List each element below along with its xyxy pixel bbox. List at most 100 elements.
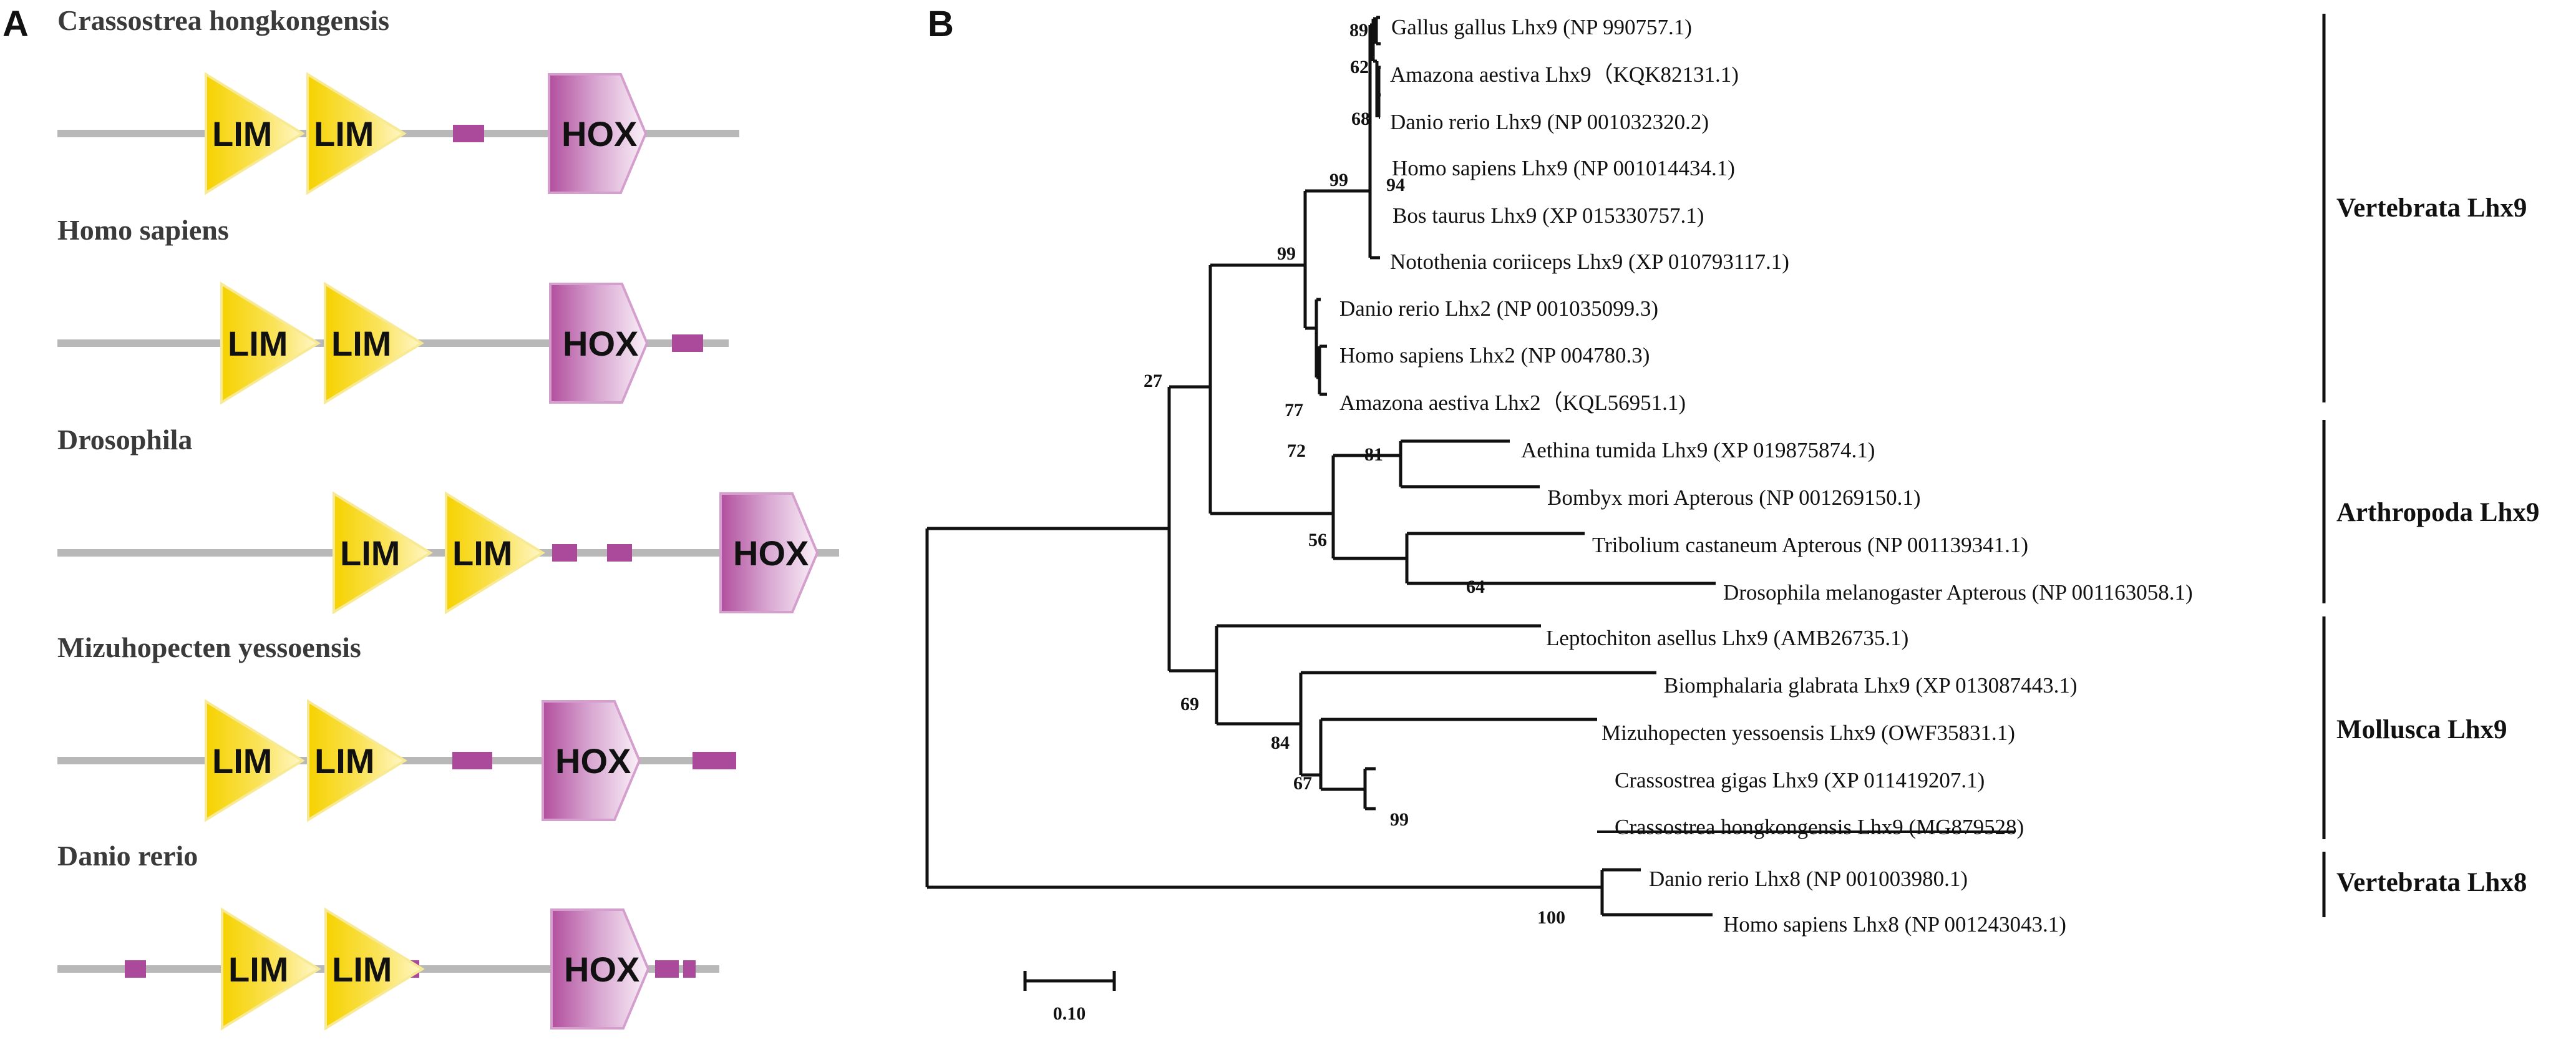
taxon-label: Crassostrea gigas Lhx9 (XP 011419207.1) [1615, 768, 1985, 792]
node-56 [1331, 454, 1407, 560]
hox-domain [550, 908, 650, 1030]
species-label: Crassostrea hongkongensis [57, 4, 389, 36]
panel-b-phylogenetic-tree: B [911, 0, 2576, 1039]
taxon-label: Homo sapiens Lhx9 (NP 001014434.1) [1392, 156, 1735, 180]
bootstrap-value: 62 [1350, 57, 1369, 77]
scale-bar-line [1023, 971, 1116, 991]
taxon-label: Homo sapiens Lhx2 (NP 004780.3) [1339, 343, 1650, 368]
panel-a-letter: A [2, 4, 29, 44]
lim-domain [324, 907, 425, 1031]
motif-box [672, 334, 703, 352]
hox-domain [548, 73, 648, 194]
taxon-label: Mizuhopecten yessoensis Lhx9 (OWF35831.1… [1601, 721, 2015, 745]
hox-domain [549, 283, 649, 404]
lhx8-clade [1600, 868, 1713, 917]
taxon-label: Bos taurus Lhx9 (XP 015330757.1) [1392, 203, 1704, 228]
taxon-label: Danio rerio Lhx2 (NP 001035099.3) [1339, 296, 1658, 321]
scale-bar: 0.10 [1023, 971, 1116, 1024]
bootstrap-value: 67 [1293, 773, 1312, 794]
lim-label: LIM [228, 950, 288, 989]
node-77 [1318, 344, 1327, 396]
lim-label: LIM [212, 114, 272, 153]
lim-label: LIM [228, 324, 288, 363]
clade-label-mollusca-lhx9: Mollusca Lhx9 [2336, 715, 2507, 744]
lim-domain [205, 72, 305, 195]
taxon-label: Biomphalaria glabrata Lhx9 (XP 013087443… [1664, 673, 2078, 698]
motif-box [452, 752, 492, 769]
node-27 [1167, 385, 1217, 673]
bootstrap-value: 94 [1386, 175, 1405, 195]
node-89 [1374, 16, 1381, 46]
node-99-vertebrata [1303, 189, 1370, 330]
bootstrap-value: 56 [1308, 530, 1327, 550]
lim-label: LIM [452, 533, 512, 573]
taxon-label: Amazona aestiva Lhx2（KQL56951.1) [1339, 391, 1686, 415]
taxon-label: Homo sapiens Lhx8 (NP 001243043.1) [1723, 912, 2066, 937]
hox-label: HOX [563, 324, 638, 363]
lim-domain [333, 491, 433, 615]
taxon-labels: Gallus gallus Lhx9 (NP 990757.1) Amazona … [1339, 15, 2193, 937]
bootstrap-value: 77 [1285, 400, 1303, 421]
node-94-link [1375, 61, 1381, 117]
lim-domain [445, 491, 545, 615]
node-81 [1399, 439, 1540, 489]
clade-labels: Vertebrata Lhx9 Arthropoda Lhx9 Mollusca… [2336, 193, 2539, 897]
lim-label: LIM [314, 741, 374, 781]
bootstrap-value: 99 [1329, 170, 1348, 190]
lim-domain [205, 699, 305, 822]
lim-domain [220, 281, 321, 405]
lim-domain [306, 72, 407, 195]
motif-box [683, 960, 696, 978]
taxon-label: Notothenia coriiceps Lhx9 (XP 010793117.… [1390, 250, 1789, 274]
node-vertebrata-arthropoda [1208, 263, 1333, 515]
taxon-label: Gallus gallus Lhx9 (NP 990757.1) [1391, 15, 1692, 39]
bootstrap-value: 64 [1466, 577, 1485, 597]
hox-domain [542, 700, 641, 821]
clade-label-arthropoda-lhx9: Arthropoda Lhx9 [2336, 498, 2539, 527]
taxon-label: Crassostrea hongkongensis Lhx9 (MG879528… [1615, 815, 2024, 839]
hox-label: HOX [561, 114, 637, 153]
lim-label: LIM [314, 114, 374, 153]
hox-domain [719, 492, 819, 613]
motif-box [693, 752, 736, 769]
tree-canvas: B [925, 4, 2539, 1024]
motif-box [552, 544, 577, 562]
taxon-label: Aethina tumida Lhx9 (XP 019875874.1) [1521, 438, 1875, 462]
bootstrap-value: 99 [1390, 809, 1409, 830]
bootstrap-value: 68 [1351, 109, 1370, 129]
bootstrap-value: 84 [1271, 733, 1290, 753]
node-99-crassostrea [1363, 767, 1376, 811]
node-69 [1215, 624, 1541, 726]
tree-branches [925, 16, 2015, 917]
taxon-label: Bombyx mori Apterous (NP 001269150.1) [1547, 485, 1921, 510]
motif-box [607, 544, 632, 562]
taxon-label: Drosophila melanogaster Apterous (NP 001… [1723, 580, 2193, 605]
bootstrap-value: 69 [1180, 694, 1199, 714]
lim-domain [324, 281, 424, 405]
clade-label-vertebrata-lhx9: Vertebrata Lhx9 [2336, 193, 2527, 223]
bootstrap-value: 81 [1364, 444, 1383, 465]
node-84 [1299, 671, 1656, 777]
hox-label: HOX [733, 533, 809, 573]
lim-domain [221, 907, 321, 1031]
bootstrap-value: 99 [1277, 243, 1296, 264]
bootstrap-value: 100 [1537, 907, 1565, 928]
hox-label: HOX [555, 741, 631, 781]
bootstrap-value: 27 [1144, 371, 1162, 391]
taxon-label: Tribolium castaneum Apterous (NP 0011393… [1592, 533, 2028, 557]
taxon-label: Danio rerio Lhx9 (NP 001032320.2) [1390, 110, 1709, 134]
clade-label-vertebrata-lhx8: Vertebrata Lhx8 [2336, 868, 2527, 897]
panel-b-letter: B [928, 4, 954, 44]
lim-label: LIM [340, 533, 400, 573]
lim-label: LIM [212, 741, 272, 781]
scale-bar-label: 0.10 [1053, 1003, 1086, 1024]
taxon-label: Danio rerio Lhx8 (NP 001003980.1) [1649, 867, 1968, 891]
node-67 [1319, 718, 1597, 791]
